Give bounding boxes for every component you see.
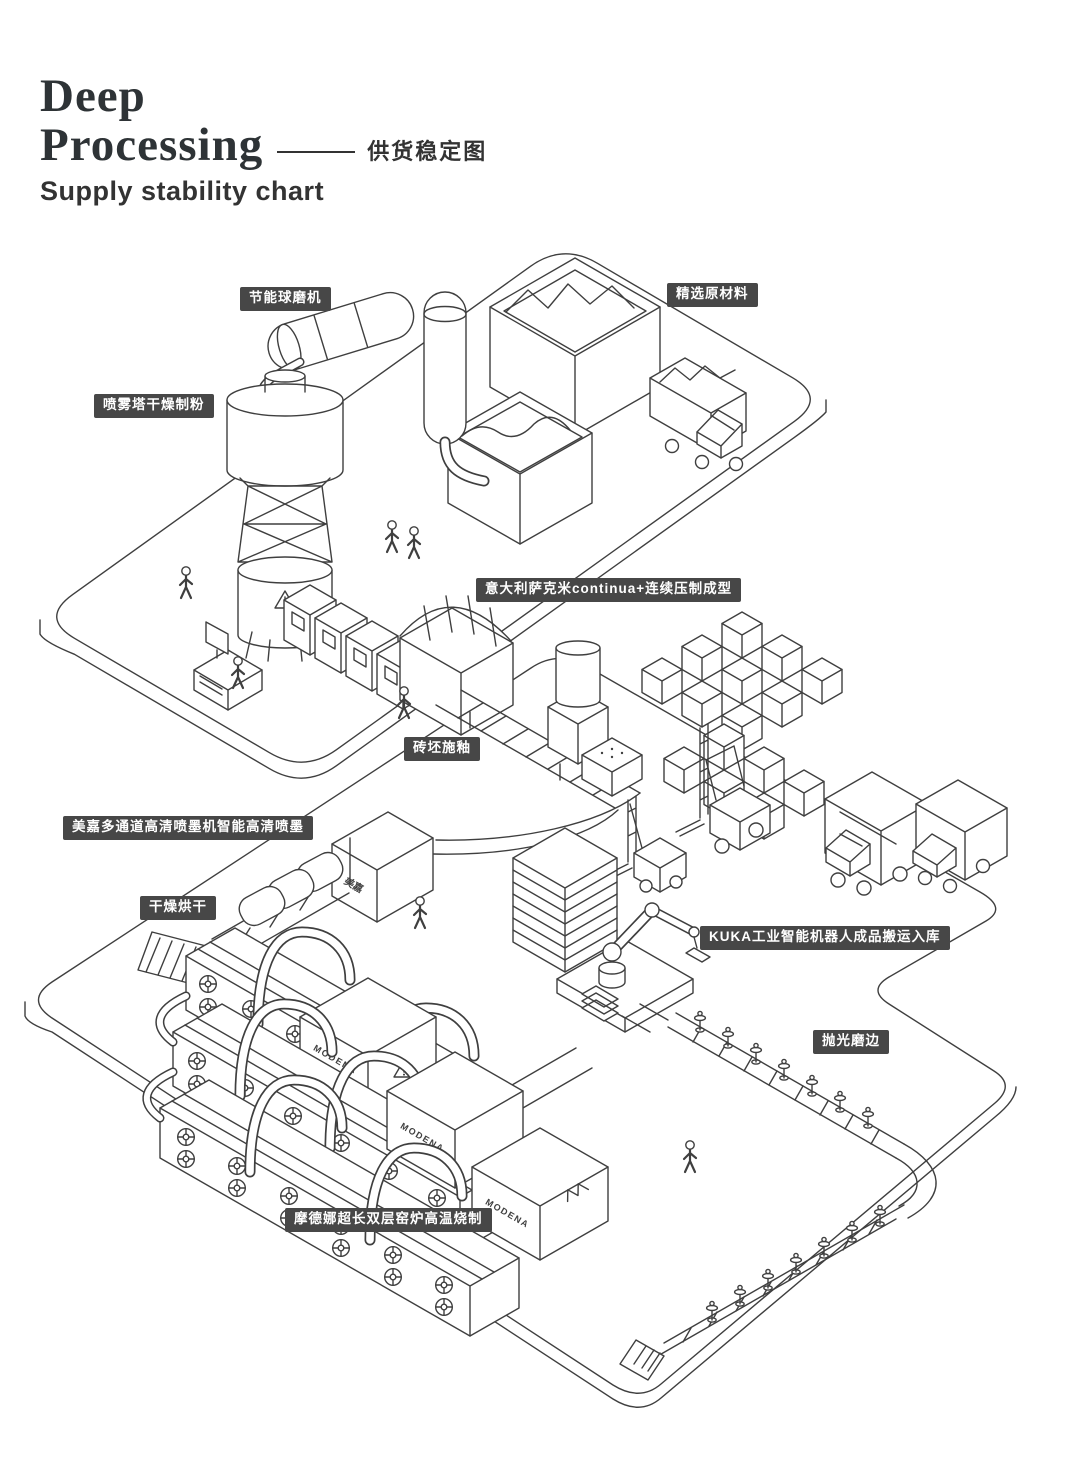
delivery-truck-1 [824, 771, 929, 896]
glazing-line [435, 640, 643, 809]
subtitle-cn: 供货稳定图 [367, 139, 488, 165]
label-kiln: 摩德娜超长双层窑炉高温烧制 [285, 1208, 492, 1232]
label-spray-tower: 喷雾塔干燥制粉 [94, 394, 214, 418]
page-title: Deep Processing 供货稳定图 Supply stability c… [40, 72, 487, 207]
label-press-forming: 意大利萨克米continua+连续压制成型 [476, 578, 742, 602]
inkjet-printer: 美嘉 [331, 811, 434, 923]
label-ball-mill: 节能球磨机 [240, 287, 331, 311]
title-line1: Deep [40, 70, 146, 122]
control-desk [193, 621, 263, 711]
ball-mill [259, 291, 490, 487]
forklift-warehouse [675, 723, 771, 854]
label-glazing: 砖坯施釉 [404, 737, 480, 761]
label-inkjet: 美嘉多通道高清喷墨机智能高清喷墨 [63, 816, 313, 840]
label-polishing: 抛光磨边 [813, 1030, 889, 1054]
delivery-truck-2 [912, 779, 1008, 894]
tile-pallet-stack [512, 795, 687, 973]
title-line2: Processing [40, 118, 264, 171]
raw-material-truck [649, 357, 747, 472]
label-drying: 干燥烘干 [140, 896, 216, 920]
polishing-line [619, 1010, 937, 1381]
title-rule [277, 151, 356, 154]
kiln-modena-box-3: MODENA [471, 1127, 609, 1261]
raw-material-bins [447, 257, 661, 545]
kuka-robot [556, 902, 711, 1033]
subtitle-en: Supply stability chart [40, 175, 325, 206]
label-kuka: KUKA工业智能机器人成品搬运入库 [700, 926, 950, 950]
label-raw-materials: 精选原材料 [667, 283, 758, 307]
